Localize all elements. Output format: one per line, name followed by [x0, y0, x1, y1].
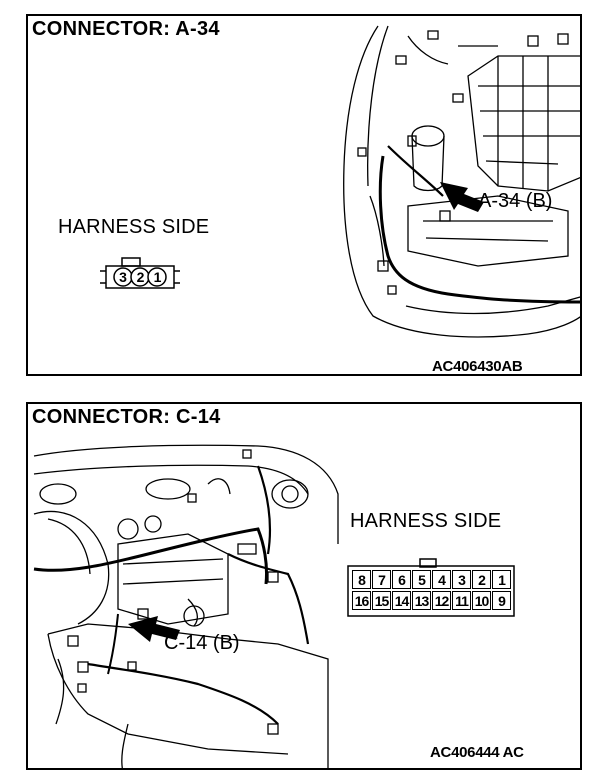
- pin-8: 8: [352, 570, 371, 589]
- pin-3: 3: [452, 570, 471, 589]
- panel-a-pin-row: 3 2 1: [114, 267, 166, 287]
- connector-a34-panel: CONNECTOR: A-34 HARNESS SIDE 3 2 1: [26, 14, 582, 376]
- panel-a-title: CONNECTOR: A-34: [32, 18, 220, 40]
- pin-14: 14: [392, 591, 411, 610]
- pin-16: 16: [352, 591, 371, 610]
- panel-c-connector-face: [347, 558, 515, 617]
- pin-3: 3: [119, 269, 127, 285]
- panel-c-harness-label: HARNESS SIDE: [350, 510, 502, 532]
- connector-c14-panel: CONNECTOR: C-14: [26, 402, 582, 770]
- pin-4: 4: [432, 570, 451, 589]
- pin-7: 7: [372, 570, 391, 589]
- panel-a-connector-face: [100, 257, 180, 289]
- panel-a-callout: A-34 (B): [478, 190, 553, 212]
- pin-9: 9: [492, 591, 511, 610]
- pin-2: 2: [472, 570, 491, 589]
- panel-c-title: CONNECTOR: C-14: [32, 406, 221, 428]
- pin-11: 11: [452, 591, 471, 610]
- pin-6: 6: [392, 570, 411, 589]
- pin-1: 1: [153, 269, 162, 285]
- pin-13: 13: [412, 591, 431, 610]
- panel-a-harness-label: HARNESS SIDE: [58, 216, 210, 238]
- pin-5: 5: [412, 570, 431, 589]
- panel-c-pin-row-bottom: 16 15 14 13 12 11 10 9: [352, 591, 511, 610]
- panel-a-figure-code: AC406430AB: [432, 358, 523, 375]
- pin-1: 1: [492, 570, 511, 589]
- pin-15: 15: [372, 591, 391, 610]
- pin-2: 2: [136, 269, 145, 285]
- panel-c-callout: C-14 (B): [164, 632, 240, 654]
- engine-bay-illustration: [343, 25, 580, 338]
- panel-c-figure-code: AC406444 AC: [430, 744, 524, 761]
- pin-12: 12: [432, 591, 451, 610]
- panel-c-pin-row-top: 8 7 6 5 4 3 2 1: [352, 570, 511, 589]
- dashboard-illustration: [33, 444, 339, 768]
- pin-10: 10: [472, 591, 491, 610]
